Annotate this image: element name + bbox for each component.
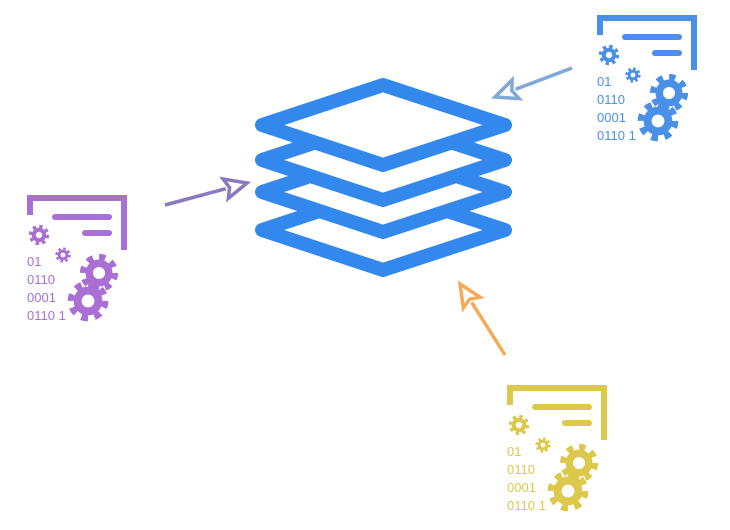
gear-icon [625,67,641,83]
arrow-purple-to-stack [164,176,252,207]
config-document-icon-yellow: 01 0110 0001 0110 1 [507,385,607,513]
binary-text: 0110 1 [507,498,546,513]
binary-text: 01 [597,74,611,89]
config-document-icon-blue: 01 0110 0001 0110 1 [597,15,697,143]
binary-text: 0110 1 [27,308,66,323]
gear-icon [535,437,551,453]
binary-text: 0110 [597,92,625,107]
gear-icon [67,280,109,322]
gear-icon [79,253,119,293]
binary-text: 0110 [507,462,535,477]
gear-icon [649,73,689,113]
arrow-orange-to-stack [457,280,507,356]
binary-text: 0110 1 [597,128,636,143]
binary-text: 0001 [507,480,536,495]
config-document-icon-purple: 01 0110 0001 0110 1 [27,195,127,323]
binary-text: 01 [507,444,521,459]
binary-text: 0001 [27,290,56,305]
gear-icon [547,470,589,512]
gear-icon [637,100,679,142]
binary-text: 0001 [597,110,626,125]
gear-icon [55,247,71,263]
gear-icon [598,44,620,66]
binary-text: 0110 [27,272,55,287]
layer-1 [255,78,512,172]
gear-icon [28,224,50,246]
layers-stack-icon [255,78,512,277]
binary-text: 01 [27,254,41,269]
gear-icon [559,443,599,483]
arrow-blue-to-stack [491,66,573,101]
gear-icon [508,414,530,436]
